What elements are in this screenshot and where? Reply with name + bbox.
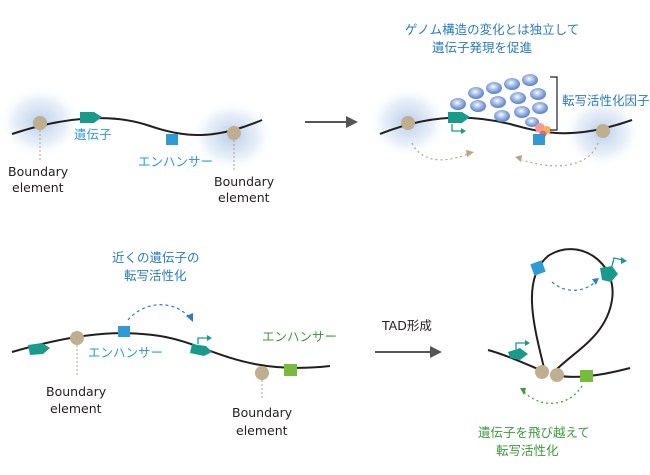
dotted-activation-arrow (127, 304, 191, 321)
transcription-start-arrowhead (207, 335, 212, 341)
boundary-label-right-1: Boundary (232, 405, 293, 420)
caption-bottom-left-2: 転写活性化 (124, 268, 187, 283)
transcription-start-arrow-left (515, 342, 526, 349)
transcription-start-arrowhead (461, 128, 466, 134)
dotted-path-right (521, 142, 599, 167)
boundary-element-right (227, 126, 241, 140)
enhancer-blue-label: エンハンサー (88, 345, 163, 360)
enhancer-blue-marker (530, 260, 546, 276)
boundary-element-right (255, 366, 269, 380)
gene-marker-top-right (600, 266, 618, 282)
caption-top-right-1: ゲノム構造の変化とは独立して (405, 22, 579, 37)
enhancer-blue-marker (118, 326, 130, 337)
dotted-activation-arrowhead (186, 313, 193, 322)
gene-marker (80, 112, 102, 123)
enhancer-green-label: エンハンサー (262, 329, 337, 344)
boundary-element-left (33, 116, 47, 130)
transcription-start-arrow (197, 337, 208, 344)
panel-bottom-left: 近くの遺伝子の 転写活性化 エンハンサー エンハンサー Boundary ele… (11, 250, 337, 438)
boundary-element-right (550, 368, 564, 382)
caption-bottom-right-1: 遺伝子を飛び越えて (478, 425, 590, 440)
dotted-loop-activation-arrowhead (592, 278, 599, 285)
tf-label: 転写活性化因子 (562, 93, 650, 108)
gene-marker (448, 112, 470, 123)
gene-marker-right (190, 344, 212, 356)
boundary-element-left (70, 331, 84, 345)
boundary-label-left-1: Boundary (8, 164, 69, 179)
boundary-label-left-2: element (50, 401, 102, 416)
gene-marker-left (28, 343, 50, 355)
boundary-label-right-1: Boundary (214, 174, 275, 189)
boundary-element-right (596, 124, 610, 138)
enhancer-green-marker (580, 370, 593, 382)
tad-label: TAD形成 (381, 318, 432, 333)
enhancer-green-marker (284, 364, 297, 376)
transcription-start-arrow-right (611, 257, 624, 267)
panel-top-left: 遺伝子 エンハンサー Boundary element Boundary ele… (0, 86, 275, 205)
panel-bottom-right: 遺伝子を飛び越えて 転写活性化 (478, 248, 631, 458)
dotted-loop-activation-arrow (551, 281, 596, 291)
enhancer-marker (166, 134, 178, 145)
boundary-element-left (401, 116, 415, 130)
transcription-start-arrow (451, 124, 462, 132)
transcription-factor-cluster (450, 74, 548, 127)
transcription-start-arrowhead-right (621, 257, 627, 264)
gene-label: 遺伝子 (74, 127, 112, 142)
dotted-path-left (411, 142, 469, 161)
dotted-green-arrow (523, 385, 583, 404)
transition-arrow-top (305, 116, 358, 128)
enhancer-label: エンハンサー (138, 154, 213, 169)
caption-top-right-2: 遺伝子発現を促進 (432, 40, 533, 55)
transition-arrow-bottom: TAD形成 (375, 318, 442, 358)
dotted-arrowhead-right (515, 155, 522, 162)
boundary-element-left (535, 365, 549, 379)
enhancer-marker (533, 134, 545, 145)
dotted-green-arrowhead (520, 388, 526, 395)
caption-bottom-right-2: 転写活性化 (496, 443, 559, 458)
boundary-label-left-2: element (12, 180, 64, 195)
dna-strand (379, 116, 633, 135)
dna-strand (11, 332, 331, 369)
panel-top-right: ゲノム構造の変化とは独立して 遺伝子発現を促進 (368, 22, 650, 168)
tf-bracket (550, 76, 558, 131)
boundary-label-right-2: element (218, 190, 270, 205)
gene-marker-left (508, 348, 528, 360)
caption-bottom-left-1: 近くの遺伝子の (112, 250, 200, 265)
boundary-label-left-1: Boundary (46, 384, 107, 399)
dotted-arrowhead-left (466, 150, 474, 157)
boundary-label-right-2: element (236, 423, 288, 438)
transcription-start-arrowhead-left (525, 340, 530, 346)
dna-strand (11, 117, 263, 137)
